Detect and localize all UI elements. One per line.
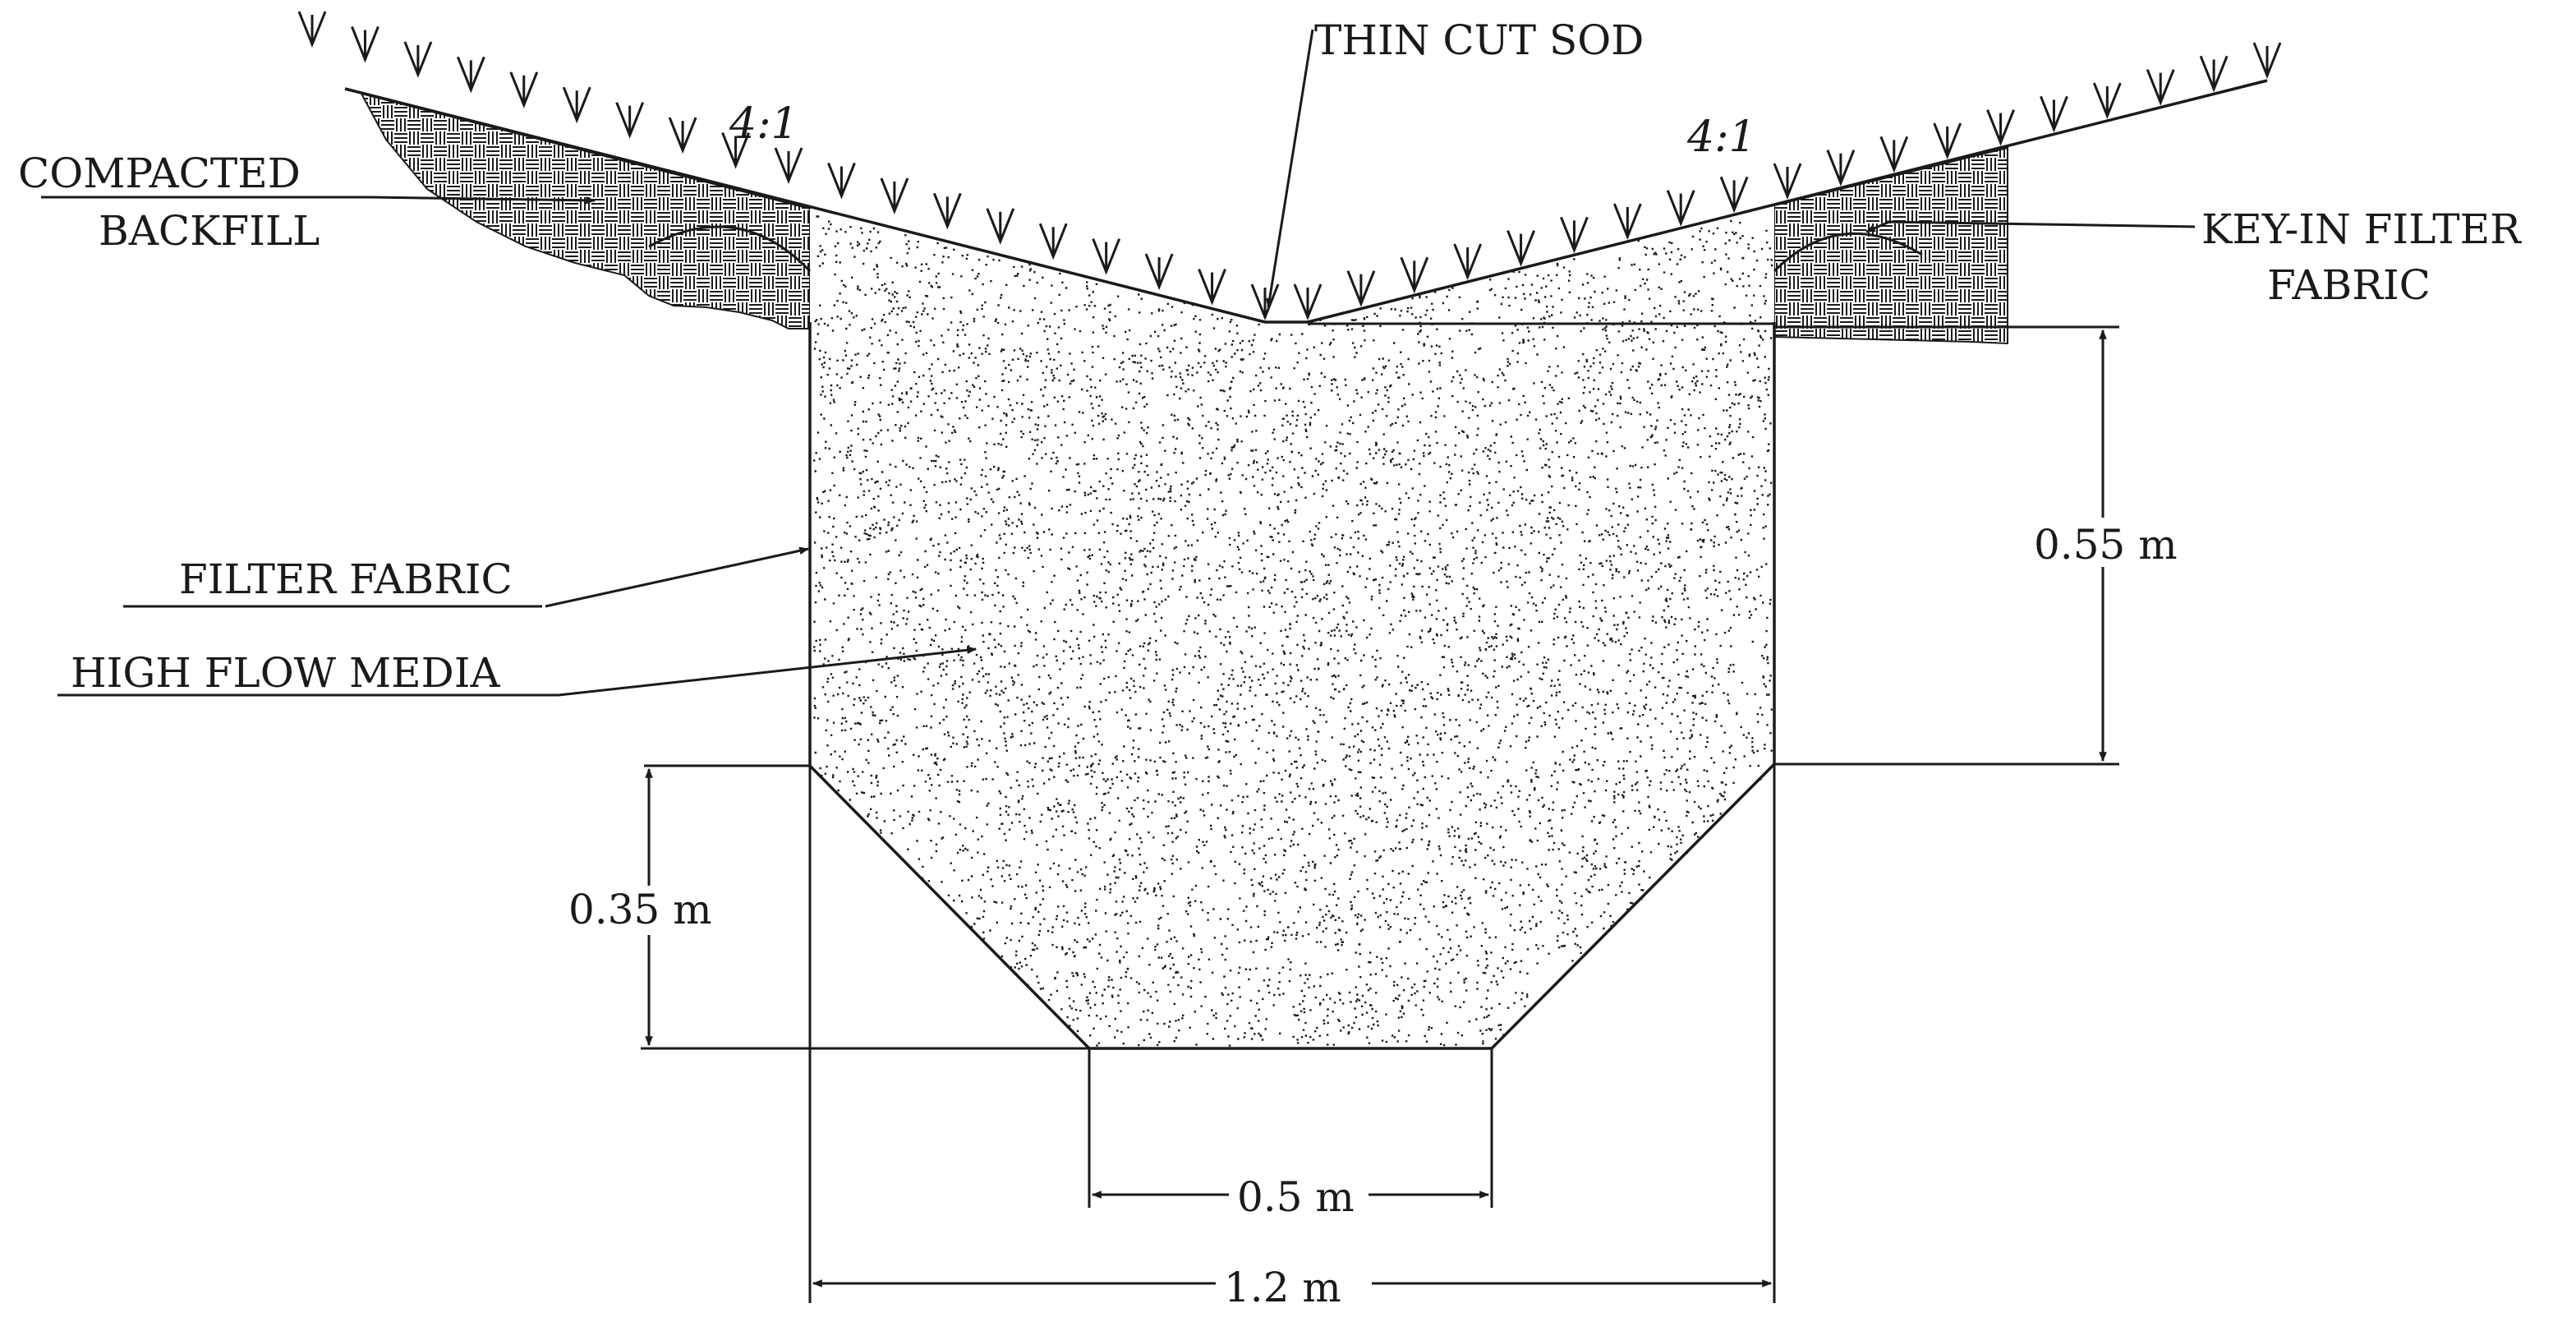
dim-upper-depth-label: 0.55 m xyxy=(2034,521,2178,569)
dim-05-text-bg xyxy=(1229,1170,1368,1219)
dim-12-text-bg xyxy=(1216,1260,1372,1311)
dim-055-text-bg xyxy=(2032,518,2172,567)
thin-cut-sod-leader xyxy=(1265,29,1314,309)
compacted-backfill-label-line1: COMPACTED xyxy=(18,150,301,197)
compacted-backfill-leader xyxy=(41,196,596,205)
dim-top-width-label: 1.2 m xyxy=(1224,1264,1341,1311)
ground-surface-line xyxy=(344,79,2268,324)
sod-grass-ticks xyxy=(297,11,2282,321)
right-key-in-arc xyxy=(1773,232,1923,273)
left-slope-label: 4:1 xyxy=(729,99,798,149)
left-key-in-arc xyxy=(648,225,812,273)
high-flow-media-label: HIGH FLOW MEDIA xyxy=(71,649,500,697)
dim-lower-depth-label: 0.35 m xyxy=(568,886,712,933)
key-in-filter-fabric-label-line2: FABRIC xyxy=(2267,261,2431,309)
sod-tick-marks xyxy=(297,11,2282,321)
dim-035-text-bg xyxy=(567,886,715,935)
left-compacted-backfill xyxy=(360,92,811,329)
filter-fabric-label: FILTER FABRIC xyxy=(179,555,513,603)
filter-fabric-outline xyxy=(808,322,1776,1050)
high-flow-media-fill xyxy=(810,205,1774,1048)
compacted-backfill-label-line2: BACKFILL xyxy=(99,207,320,255)
high-flow-media-leader xyxy=(558,646,978,697)
dim-bottom-width-label: 0.5 m xyxy=(1237,1173,1355,1221)
filter-fabric-leader xyxy=(545,546,810,608)
key-in-filter-fabric-label-line1: KEY-IN FILTER xyxy=(2201,205,2522,253)
right-slope-label: 4:1 xyxy=(1686,113,1756,162)
key-in-leader-arrow xyxy=(1865,220,1890,233)
thin-cut-sod-label: THIN CUT SOD xyxy=(1314,16,1644,64)
key-in-leader xyxy=(1885,220,2196,228)
